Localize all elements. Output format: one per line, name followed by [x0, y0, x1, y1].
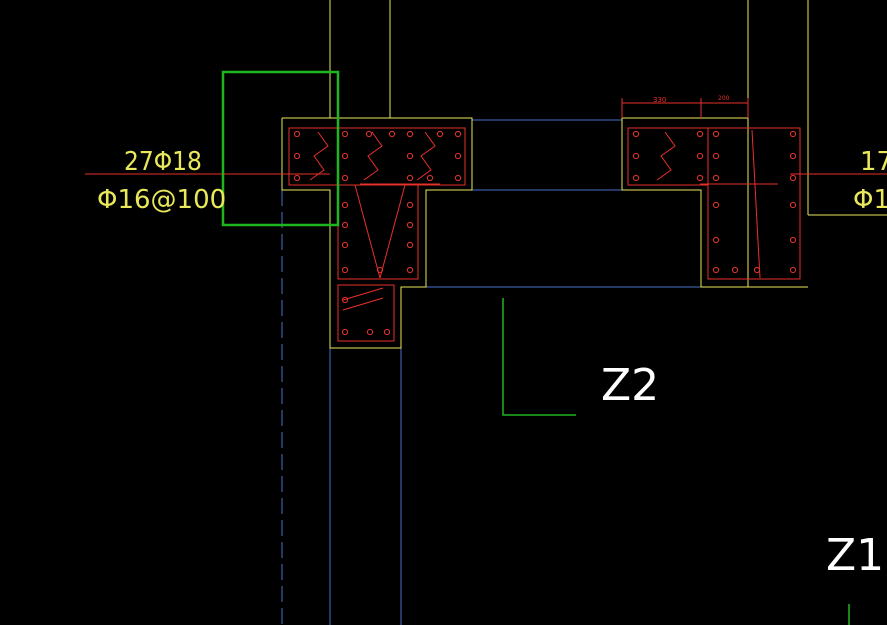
column-tag-z1[interactable]: Z1 [826, 530, 884, 581]
rebar-bar [454, 152, 462, 160]
rebar-bar [454, 174, 462, 182]
rebar-bar [341, 152, 349, 160]
rebar-bar [632, 174, 640, 182]
rebar-bar [293, 174, 301, 182]
rebar-bar [341, 130, 349, 138]
rebar-bar [341, 174, 349, 182]
rebar-bar [406, 221, 414, 229]
axis-lines [281, 119, 701, 625]
rebar-bar [388, 130, 396, 138]
rebar-bar [341, 201, 349, 209]
rebar-bar [712, 266, 720, 274]
rebar-bar [406, 241, 414, 249]
main-rebar-label-left[interactable]: 27Φ18 [124, 147, 202, 177]
rebar-bars [293, 130, 797, 336]
hook-tie [416, 131, 436, 181]
rebar-cage-bottom-left [337, 284, 395, 342]
rebar-bar [406, 174, 414, 182]
rebar-bar [365, 130, 373, 138]
rebar-bar [789, 201, 797, 209]
rebar-bar [406, 152, 414, 160]
rebar-bar [696, 130, 704, 138]
tie-line [379, 184, 406, 279]
rebar-bar [789, 266, 797, 274]
rebar-bar [731, 266, 739, 274]
tie-line [354, 184, 381, 279]
hook-tie [342, 287, 384, 311]
selection-box[interactable] [221, 70, 340, 227]
main-rebar-label-right[interactable]: 17 [860, 147, 887, 177]
stirrup-label-left[interactable]: Φ16@100 [97, 185, 226, 215]
rebar-bar [436, 130, 444, 138]
structural-outlines [281, 0, 887, 349]
rebar-layout [85, 98, 887, 342]
rebar-bar [632, 130, 640, 138]
tie-line [751, 129, 761, 279]
rebar-bar [789, 174, 797, 182]
rebar-bar [341, 241, 349, 249]
rebar-bar [406, 130, 414, 138]
rebar-bar [712, 236, 720, 244]
dimension-label-a: 330 [653, 96, 666, 104]
rebar-bar [789, 130, 797, 138]
rebar-bar [789, 152, 797, 160]
rebar-bar [293, 152, 301, 160]
rebar-bar [712, 130, 720, 138]
rebar-bar [753, 266, 761, 274]
rebar-bar [293, 130, 301, 138]
hook-tie [363, 131, 383, 181]
rebar-bar [341, 266, 349, 274]
rebar-bar [376, 266, 384, 274]
z2-marker [502, 298, 576, 416]
rebar-bar [454, 130, 462, 138]
left-wall-column-outline [281, 117, 473, 349]
rebar-bar [712, 152, 720, 160]
rebar-bar [712, 174, 720, 182]
rebar-bar [426, 174, 434, 182]
rebar-bar [406, 266, 414, 274]
hook-tie [656, 131, 676, 181]
hook-tie [309, 131, 329, 181]
rebar-cage-mid-left [337, 184, 419, 280]
rebar-bar [383, 328, 391, 336]
right-wall-column-outline [621, 118, 808, 288]
column-tag-z2[interactable]: Z2 [601, 360, 659, 411]
rebar-bar [632, 152, 640, 160]
rebar-bar [789, 236, 797, 244]
rebar-bar [341, 221, 349, 229]
rebar-cage-main-right [707, 127, 801, 280]
rebar-bar [341, 296, 349, 304]
rebar-bar [366, 328, 374, 336]
rebar-bar [696, 174, 704, 182]
rebar-bar [406, 201, 414, 209]
rebar-bar [696, 152, 704, 160]
stirrup-label-right[interactable]: Φ16 [853, 185, 887, 215]
rebar-bar [712, 201, 720, 209]
dimension-label-b: 200 [718, 95, 730, 102]
rebar-bar [341, 328, 349, 336]
